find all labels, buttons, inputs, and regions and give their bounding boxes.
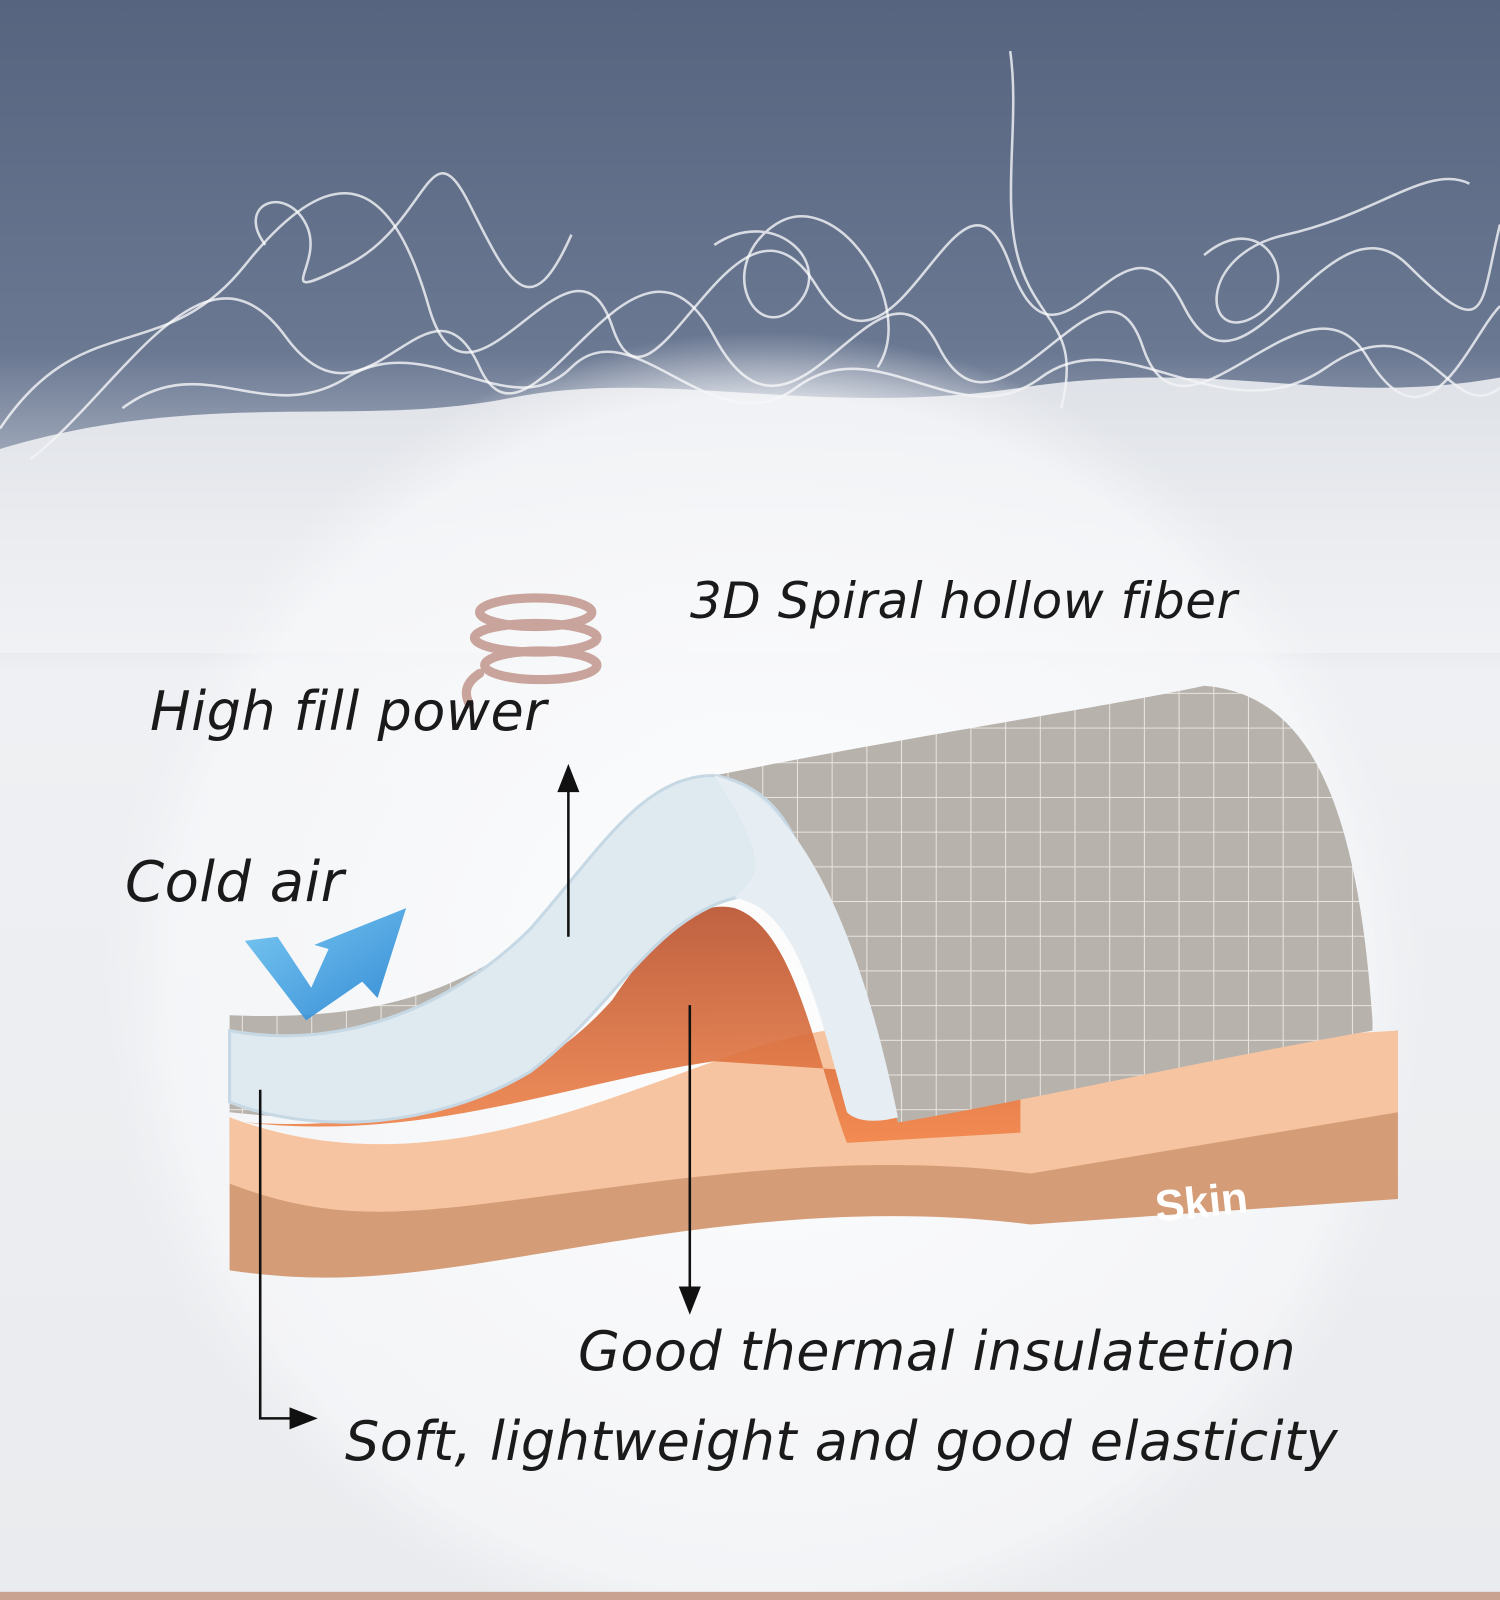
warm-zone: [244, 906, 1021, 1143]
arrows: [258, 763, 701, 1430]
label-fill-power: High fill power: [150, 680, 547, 743]
label-spiral-fiber: 3D Spiral hollow fiber: [690, 572, 1238, 630]
label-soft: Soft, lightweight and good elasticity: [345, 1410, 1339, 1473]
label-cold-air: Cold air: [125, 850, 345, 915]
label-skin: Skin: [1152, 1173, 1251, 1232]
spiral-fiber-icon: [461, 593, 602, 709]
cold-air-arrow: [244, 908, 407, 1021]
label-thermal: Good thermal insulatetion: [578, 1320, 1297, 1383]
